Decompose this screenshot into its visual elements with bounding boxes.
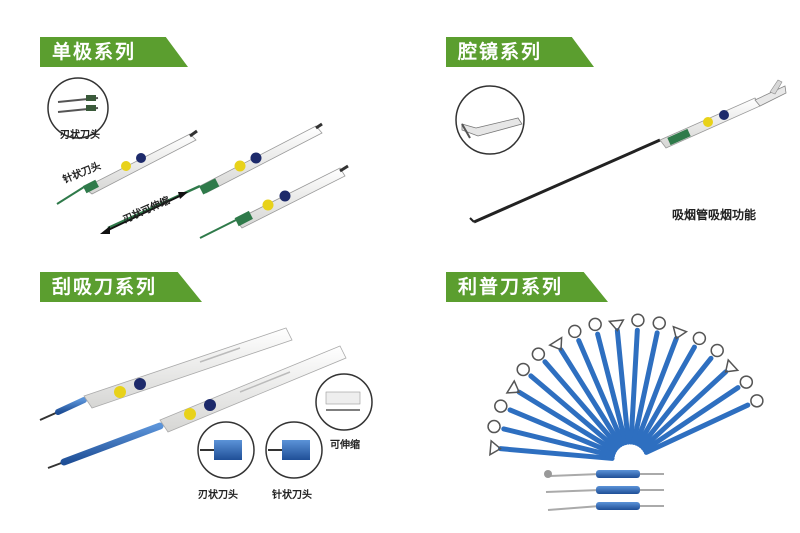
telescopic-arrow xyxy=(100,192,188,234)
leep-electrode-loop xyxy=(607,319,625,332)
leep-electrode-loop xyxy=(516,362,530,377)
monopolar-pencil-needle xyxy=(56,129,198,205)
leep-electrode xyxy=(516,389,618,454)
leep-electrode-loop xyxy=(494,399,508,413)
leep-electrode xyxy=(507,407,616,456)
leep-electrode-loop xyxy=(487,419,501,434)
leep-electrode-loop xyxy=(548,336,563,351)
leep-electrode-loop xyxy=(588,317,602,332)
monopolar-pencil-blade xyxy=(199,164,349,239)
laparoscopic-feature-label: 吸烟管吸烟功能 xyxy=(672,208,757,222)
leep-electrode xyxy=(576,338,626,446)
leep-electrode xyxy=(638,355,714,449)
suction-pencil-upper xyxy=(39,327,293,421)
leep-electrode xyxy=(595,331,629,446)
leep-electrode xyxy=(497,446,615,461)
leep-electrode xyxy=(636,344,697,447)
leep-electrode xyxy=(528,373,619,451)
suction-inset-needle-label: 针状刀头 xyxy=(272,490,312,501)
leep-electrode-loop xyxy=(739,375,754,389)
leep-electrode-loop xyxy=(652,316,666,330)
leep-electrode-loop xyxy=(750,394,764,408)
monopolar-inset xyxy=(47,77,109,139)
leep-electrode-loop xyxy=(672,325,689,340)
leep-electrode-loop xyxy=(692,331,707,346)
laparoscopic-inset xyxy=(455,85,525,155)
section-banner-leep: 利普刀系列 xyxy=(446,272,608,302)
leep-electrode xyxy=(501,426,616,459)
suction-inset-telescopic xyxy=(315,373,373,431)
leep-handles xyxy=(544,470,664,511)
suction-inset-blade-label: 刃状刀头 xyxy=(198,490,238,501)
leep-electrode xyxy=(633,336,679,446)
leep-electrode xyxy=(628,327,640,445)
suction-inset-blade xyxy=(197,421,255,479)
leep-electrode xyxy=(631,330,660,445)
leep-electrode xyxy=(643,402,751,455)
suction-inset-needle xyxy=(265,421,323,479)
suction-inset-telescopic-label: 可伸缩 xyxy=(330,440,360,451)
suction-pencil-lower xyxy=(47,345,347,469)
section-banner-laparoscopic: 腔镜系列 xyxy=(446,37,594,67)
leep-electrode-loop xyxy=(631,313,645,327)
section-banner-suction: 刮吸刀系列 xyxy=(40,272,202,302)
leep-electrode xyxy=(640,369,729,451)
leep-electrode-loop xyxy=(568,324,582,339)
leep-electrode-loop xyxy=(505,379,521,394)
leep-electrode-fan xyxy=(487,313,764,461)
leep-electrode xyxy=(558,347,623,448)
leep-electrode-loop xyxy=(489,439,502,457)
leep-electrode-loop xyxy=(710,343,724,358)
section-banner-monopolar: 单极系列 xyxy=(40,37,188,67)
leep-electrode xyxy=(542,359,621,449)
laparoscopic-instrument xyxy=(469,79,787,224)
leep-electrode xyxy=(642,385,741,453)
leep-electrode-loop xyxy=(724,358,740,373)
leep-electrode xyxy=(614,328,631,445)
monopolar-inset-label: 刃状刀头 xyxy=(60,130,100,141)
leep-electrode-loop xyxy=(531,347,546,361)
